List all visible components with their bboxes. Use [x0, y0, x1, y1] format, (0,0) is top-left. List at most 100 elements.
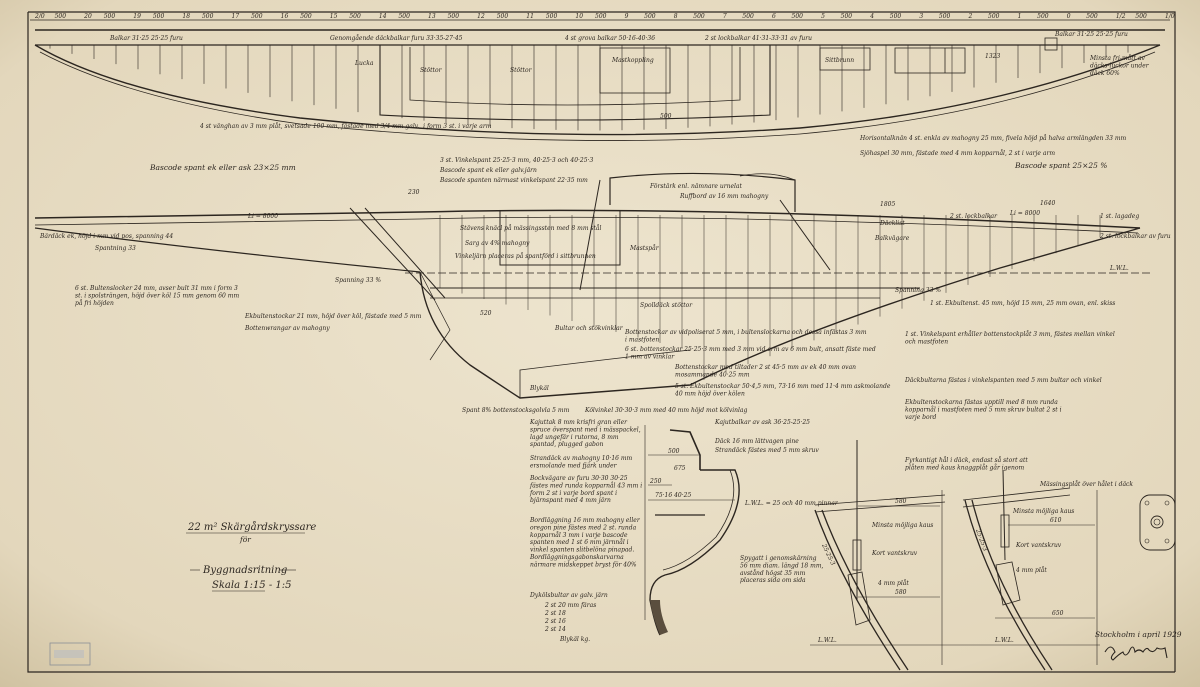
deck-plate-plan — [1139, 494, 1176, 551]
note-steel-frame: 3 st. Vinkelspant 25·25·3 mm, 40·25·3 oc… — [440, 157, 593, 164]
station-spacing-label: 500 — [890, 13, 902, 20]
station-spacing-label: 500 — [251, 13, 263, 20]
cp-left-thimble: Minsta möjliga kaus — [871, 522, 933, 529]
label-cockpit-floor: Vinkeljärn placeras på spantförd i sittb… — [455, 253, 596, 260]
cp-left-plate: 4 mm plåt — [877, 580, 909, 587]
station-label: 2/0 — [34, 13, 45, 20]
label-bulkhead: 2 st. lockbalkar av furu — [1099, 233, 1171, 240]
station-label: 2 — [967, 13, 972, 20]
note-frames-fwd: Bascode spant 25×25 % — [1014, 161, 1107, 170]
station-label: 8 — [674, 13, 678, 20]
note-center-2: 6 st. bottenstockar 25·25·3 mm med 3 mm … — [625, 346, 876, 360]
drawing-title: 22 m² Skärgårdskryssare — [187, 521, 316, 533]
station-spacing-label: 500 — [1135, 13, 1147, 20]
place-date: Stockholm i april 1929 — [1095, 630, 1182, 639]
station-label: 6 — [772, 13, 776, 20]
label-1323: 1323 — [985, 53, 1000, 60]
label-sheer-strake: Sarg av 4% mahogny — [465, 240, 530, 247]
label-cabin-top: Ruffbord av 16 mm mahogny — [679, 193, 769, 200]
cp-brass-plate: Mässingsplåt över hålet i däck — [1039, 481, 1133, 488]
cp-right-dim-650: 650 — [1052, 610, 1064, 617]
station-label: 13 — [428, 13, 436, 20]
station-label: 14 — [379, 13, 387, 20]
station-spacing-label: 500 — [988, 13, 1000, 20]
label-frame-right: 1 st. Ekbultenst. 45 mm, höjd 15 mm, 25 … — [930, 300, 1115, 307]
note-horizontal-knees: Horisontalknän 4 st. enkla av mahogny 25… — [859, 135, 1127, 142]
section-dim-height: 675 — [674, 465, 686, 472]
note-steel-frame-3: Bascode spanten närmast vinkelspant 22·3… — [439, 177, 588, 184]
station-spacing-label: 500 — [546, 13, 558, 20]
note-center-3: Bottenstockar med tiltader 2 st 45·5 mm … — [674, 364, 856, 378]
label-li-fwd: Li = 8000 — [1009, 210, 1040, 217]
label-dim-520: 520 — [480, 310, 492, 317]
note-lead-keel: Blykäl kg. — [559, 636, 590, 643]
label-reinforce: Förstärk enl. nämnare urnelat — [649, 183, 742, 190]
note-bolt-2: 2 st 18 — [544, 610, 566, 617]
label-dim-1640: 1640 — [1040, 200, 1055, 207]
station-label: 16 — [281, 13, 289, 20]
station-spacing-label: 500 — [595, 13, 607, 20]
label-deck-shelf: Balkvägare — [874, 235, 910, 242]
label-pillars: Stöttor — [420, 67, 443, 74]
station-label: 1 — [1018, 13, 1022, 20]
note-cabin-beams: Kajutbalkar av ask 36·25-25·25 — [714, 419, 810, 426]
station-spacing-label: 500 — [349, 13, 361, 20]
station-label: 15 — [330, 13, 338, 20]
station-label: 7 — [723, 13, 727, 20]
label-dim-230: 230 — [407, 189, 420, 196]
note-keel-bolts: Dykölsbultar av galv. järn — [529, 592, 608, 599]
note-bolt-1: 2 st 20 mm färas — [544, 602, 596, 609]
label-frames-note: Spantning 33 — [95, 245, 136, 252]
cp-right-turnbuckle: Kort vantskruv — [1015, 542, 1062, 549]
cp-left-dim-580a: 580 — [895, 498, 907, 505]
note-center-1: Bottenstockar av vidpoliserat 5 mm, i bu… — [624, 329, 867, 343]
label-li: Li = 8000 — [247, 213, 278, 220]
note-bolts: 6 st. Bultenslocker 24 mm, avser bult 31… — [75, 285, 239, 307]
station-spacing-label: 500 — [1086, 13, 1098, 20]
station-label: 1/2 — [1116, 13, 1126, 20]
section-dim-500: 500 — [668, 448, 680, 455]
label-deck-edge: Däcklist — [879, 220, 905, 227]
note-deck: Däck 16 mm lättvagen pine — [714, 438, 799, 445]
chainplate-detail-left: 580 580 Minsta möjliga kaus Kort vantskr… — [810, 440, 960, 671]
label-beams-fwd: Balkar 31·25 25·25 furu — [1054, 31, 1128, 38]
station-label: 9 — [625, 13, 629, 20]
note-center-6: Däckbultarna fästas i vinkelspanten med … — [904, 377, 1102, 384]
station-label: 18 — [182, 13, 190, 20]
label-hatch-beam2: 2 st. lockbalkar — [949, 213, 998, 220]
label-floor: Spolldäck stöttor — [640, 302, 693, 309]
label-spacing-fwd: Spanning 33 % — [895, 287, 941, 294]
station-spacing-label: 500 — [153, 13, 165, 20]
label-mast-partners: Mastkoppling — [611, 57, 654, 64]
note-floor-wood: Bottenwrangar av mahogny — [244, 325, 330, 332]
station-label: 4 — [869, 13, 874, 20]
chainplate-detail-right: 610 650 Minsta möjliga kaus Kort vantskr… — [904, 457, 1176, 671]
station-spacing-label: 500 — [448, 13, 460, 20]
cp-right-thimble: Minsta möjliga kaus — [1012, 508, 1074, 515]
label-cockpit: Sittbrunn — [825, 57, 854, 64]
section-dim-250: 250 — [649, 478, 662, 485]
station-label: 12 — [477, 13, 485, 20]
note-side-deck: Strandäck fästes med 5 mm skruv — [715, 447, 819, 454]
note-center-7: Ekbultenstockarna fästas upptill med 8 m… — [904, 399, 1062, 421]
midship-section: 500 250 75·16 40·25 675 — [644, 425, 740, 636]
station-spacing-label: 500 — [398, 13, 410, 20]
station-label: 17 — [232, 13, 240, 20]
profile-frames — [439, 215, 1101, 380]
note-lwl: L.W.L. = 25 och 40 mm pinnar — [744, 500, 839, 507]
hull-profile: Sarg av 4% mahogny Ruffbord av 16 mm mah… — [34, 172, 1171, 399]
note-bolt-4: 2 st 14 — [544, 626, 566, 633]
station-spacing-label: 500 — [792, 13, 804, 20]
note-knees-2: Ekbultenstockar 21 mm, höjd över köl, fä… — [244, 313, 422, 320]
station-spacing-label: 500 — [742, 13, 754, 20]
cp-deck-hole: Fyrkantigt hål i däck, endast så stort a… — [904, 457, 1028, 471]
label-keel-bolts: Bultar och stökvinklar — [554, 325, 624, 332]
station-label: 0 — [1067, 13, 1071, 20]
station-spacing-label: 500 — [202, 13, 214, 20]
label-through-beams: Genomgående däckbalkar furu 33·35-27·45 — [330, 35, 463, 42]
